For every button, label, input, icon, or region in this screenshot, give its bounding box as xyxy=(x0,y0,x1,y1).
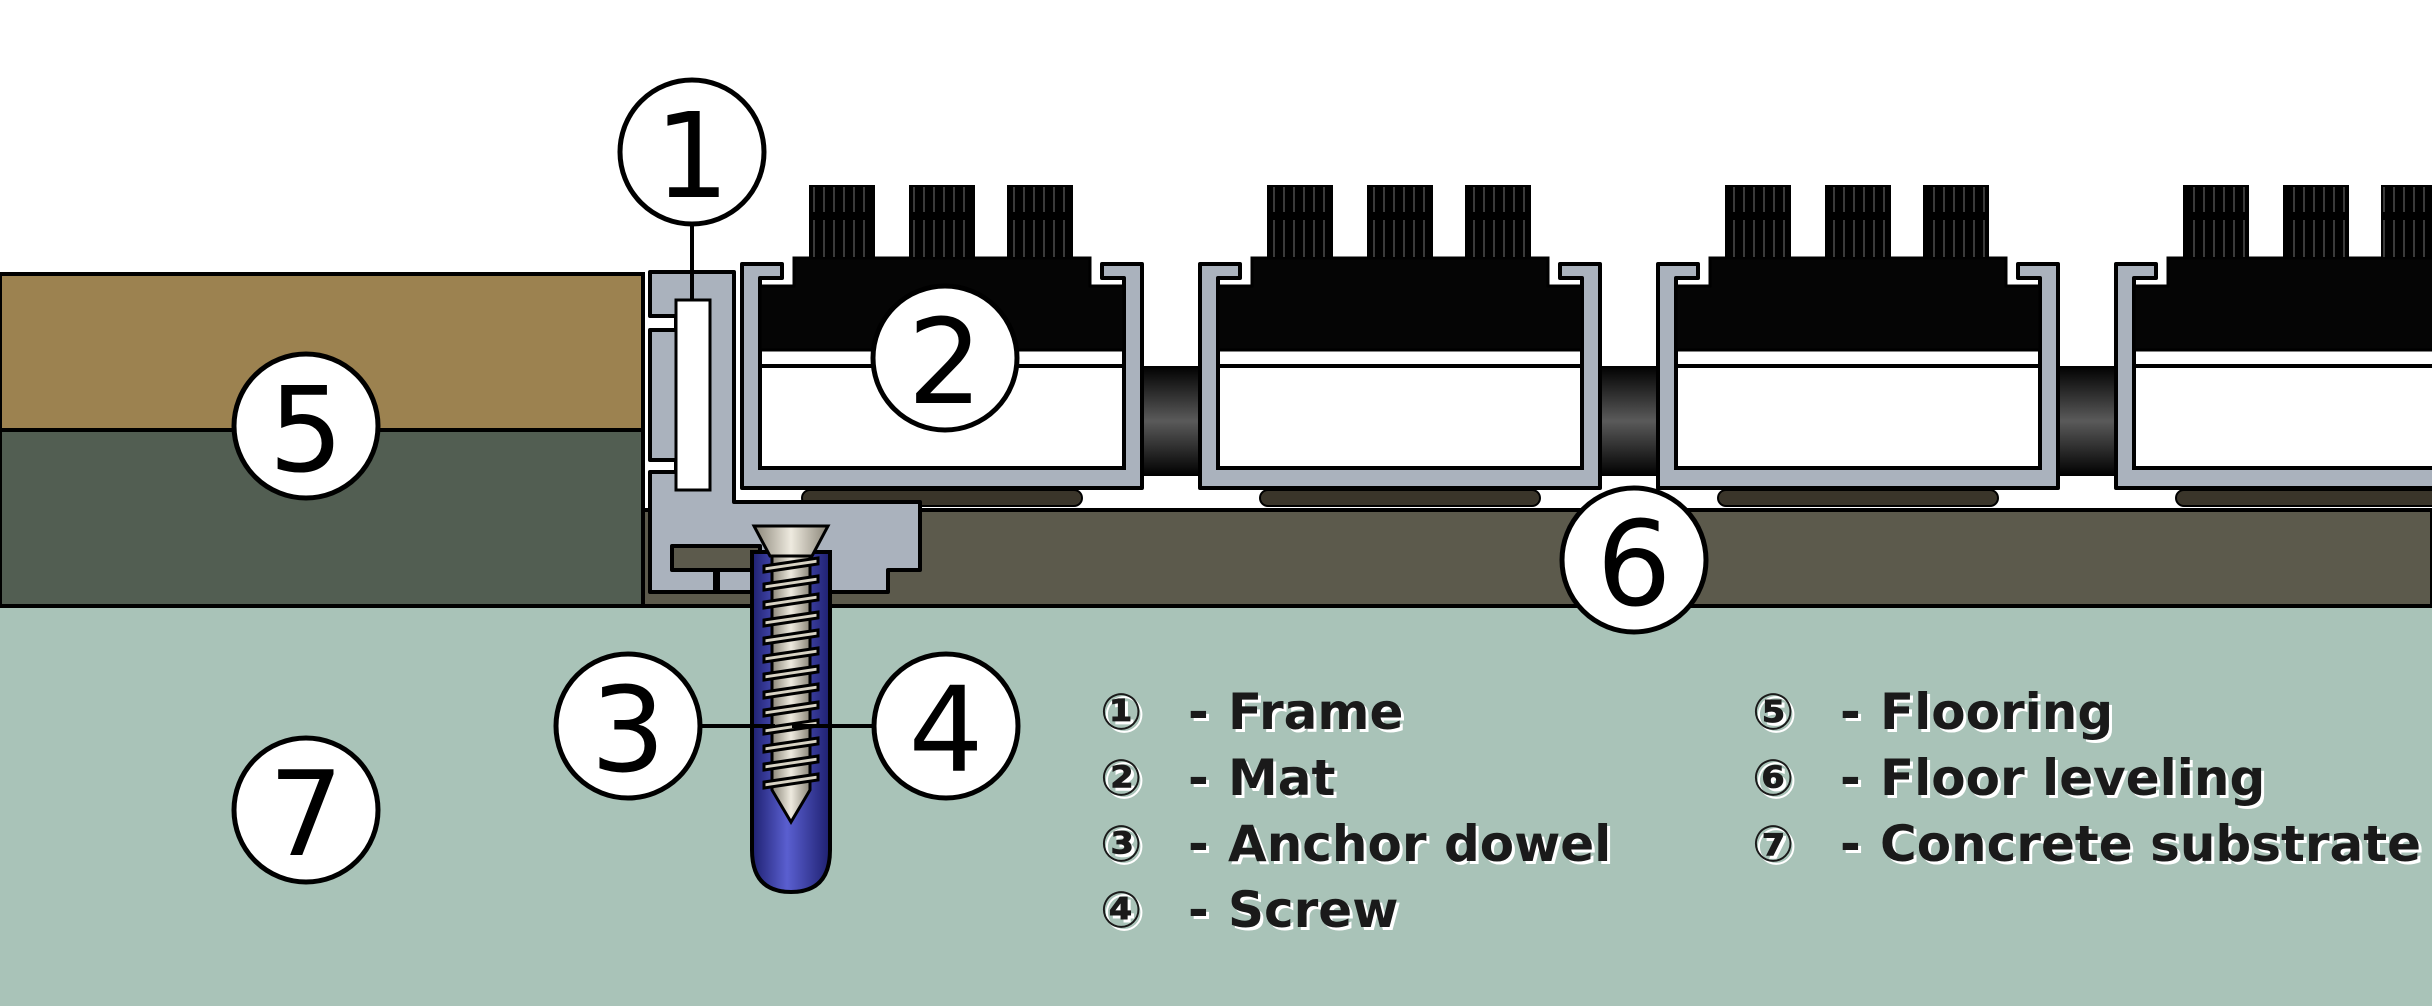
callout-number-floor-leveling: 6 xyxy=(1596,495,1671,633)
mat-hollow-chamber xyxy=(1216,364,1584,470)
screw-thread xyxy=(762,628,820,646)
mat-bristle-tuft xyxy=(1007,185,1073,259)
legend-symbol: ③ xyxy=(1100,815,1143,873)
legend-symbol: ⑦ xyxy=(1752,815,1795,873)
callout-mat: 2 xyxy=(870,283,1020,433)
screw-thread xyxy=(762,700,820,718)
legend-dash: - xyxy=(1188,815,1209,873)
legend-label: Anchor dowel xyxy=(1228,815,1612,873)
legend-item-screw: ④ - Screw xyxy=(1100,877,1611,943)
mat-bristle-tuft xyxy=(909,185,975,259)
legend-symbol: ④ xyxy=(1100,881,1143,939)
legend-label: Floor leveling xyxy=(1880,749,2266,807)
mat-carrier-profile xyxy=(1656,262,2060,490)
legend-label: Screw xyxy=(1228,881,1399,939)
screw-thread xyxy=(762,664,820,682)
legend-item-mat: ② - Mat xyxy=(1100,745,1611,811)
legend-item-frame: ① - Frame xyxy=(1100,679,1611,745)
callout-frame: 1 xyxy=(617,77,767,227)
mat-hollow-chamber xyxy=(1674,364,2042,470)
callout-number-flooring: 5 xyxy=(268,361,343,499)
screw-thread xyxy=(762,682,820,700)
legend-right: ⑤ - Flooring ⑥ - Floor leveling ⑦ - Conc… xyxy=(1752,679,2421,877)
callout-number-concrete-substrate: 7 xyxy=(268,745,343,883)
mat-rubber-insert xyxy=(1674,256,2042,352)
callout-concrete-substrate: 7 xyxy=(231,735,381,885)
callout-number-screw: 4 xyxy=(908,661,983,799)
callout-anchor-dowel: 3 xyxy=(553,651,703,801)
mat-carrier-profile xyxy=(2114,262,2432,490)
legend-symbol: ② xyxy=(1100,749,1143,807)
callout-number-frame: 1 xyxy=(654,87,729,225)
mat-base-foot xyxy=(2175,489,2432,507)
mat-rubber-insert xyxy=(1216,256,1584,352)
screw-thread xyxy=(762,610,820,628)
mat-bristle-tuft xyxy=(1825,185,1891,259)
screw-thread xyxy=(762,592,820,610)
legend-label: Flooring xyxy=(1880,683,2114,741)
screw-thread xyxy=(762,754,820,772)
mat-bristle-tuft xyxy=(1923,185,1989,259)
mat-connector-bars xyxy=(1140,366,2118,476)
frame-profile xyxy=(648,270,922,594)
mat-rubber-insert xyxy=(2132,256,2432,352)
frame-inner-slot xyxy=(674,298,712,492)
legend-item-anchor-dowel: ③ - Anchor dowel xyxy=(1100,811,1611,877)
legend-label: Concrete substrate xyxy=(1880,815,2422,873)
mat-bristle-tuft xyxy=(2183,185,2249,259)
mat-bristle-tuft xyxy=(809,185,875,259)
callout-floor-leveling: 6 xyxy=(1559,485,1709,635)
mat-carrier-profile xyxy=(1198,262,1602,490)
screw-thread xyxy=(762,556,820,574)
screw xyxy=(751,524,831,825)
legend-dash: - xyxy=(1840,683,1861,741)
concrete-substrate xyxy=(0,606,2432,1006)
mat-base-foot xyxy=(1717,489,1999,507)
screw-thread xyxy=(762,574,820,592)
legend-dash: - xyxy=(1188,749,1209,807)
screw-thread xyxy=(762,736,820,754)
callout-flooring: 5 xyxy=(231,351,381,501)
mat-bristle-tuft xyxy=(1367,185,1433,259)
floor-leveling-layer xyxy=(641,508,2432,608)
mat-bristle-tuft xyxy=(2381,185,2432,259)
legend-symbol: ⑥ xyxy=(1752,749,1795,807)
legend-item-floor-leveling: ⑥ - Floor leveling xyxy=(1752,745,2421,811)
callout-screw: 4 xyxy=(871,651,1021,801)
screw-thread xyxy=(762,646,820,664)
callout-number-mat: 2 xyxy=(907,293,982,431)
legend-left: ① - Frame ② - Mat ③ - Anchor dowel ④ - S… xyxy=(1100,679,1611,943)
legend-symbol: ① xyxy=(1100,683,1143,741)
mat-carrier-profile xyxy=(740,262,1144,490)
mat-base-foot xyxy=(1259,489,1541,507)
mat-bristle-tuft xyxy=(1267,185,1333,259)
legend-dash: - xyxy=(1840,749,1861,807)
mat-bristle-tuft xyxy=(1725,185,1791,259)
mat-hollow-chamber xyxy=(2132,364,2432,470)
legend-item-flooring: ⑤ - Flooring xyxy=(1752,679,2421,745)
mat-bristle-tuft xyxy=(2283,185,2349,259)
mat-bristle-tuft xyxy=(1465,185,1531,259)
legend-item-concrete-substrate: ⑦ - Concrete substrate xyxy=(1752,811,2421,877)
screw-thread xyxy=(762,772,820,790)
legend-label: Mat xyxy=(1228,749,1336,807)
legend-dash: - xyxy=(1188,683,1209,741)
legend-symbol: ⑤ xyxy=(1752,683,1795,741)
legend-label: Frame xyxy=(1228,683,1404,741)
legend-dash: - xyxy=(1840,815,1861,873)
legend-dash: - xyxy=(1188,881,1209,939)
callout-number-anchor-dowel: 3 xyxy=(590,661,665,799)
